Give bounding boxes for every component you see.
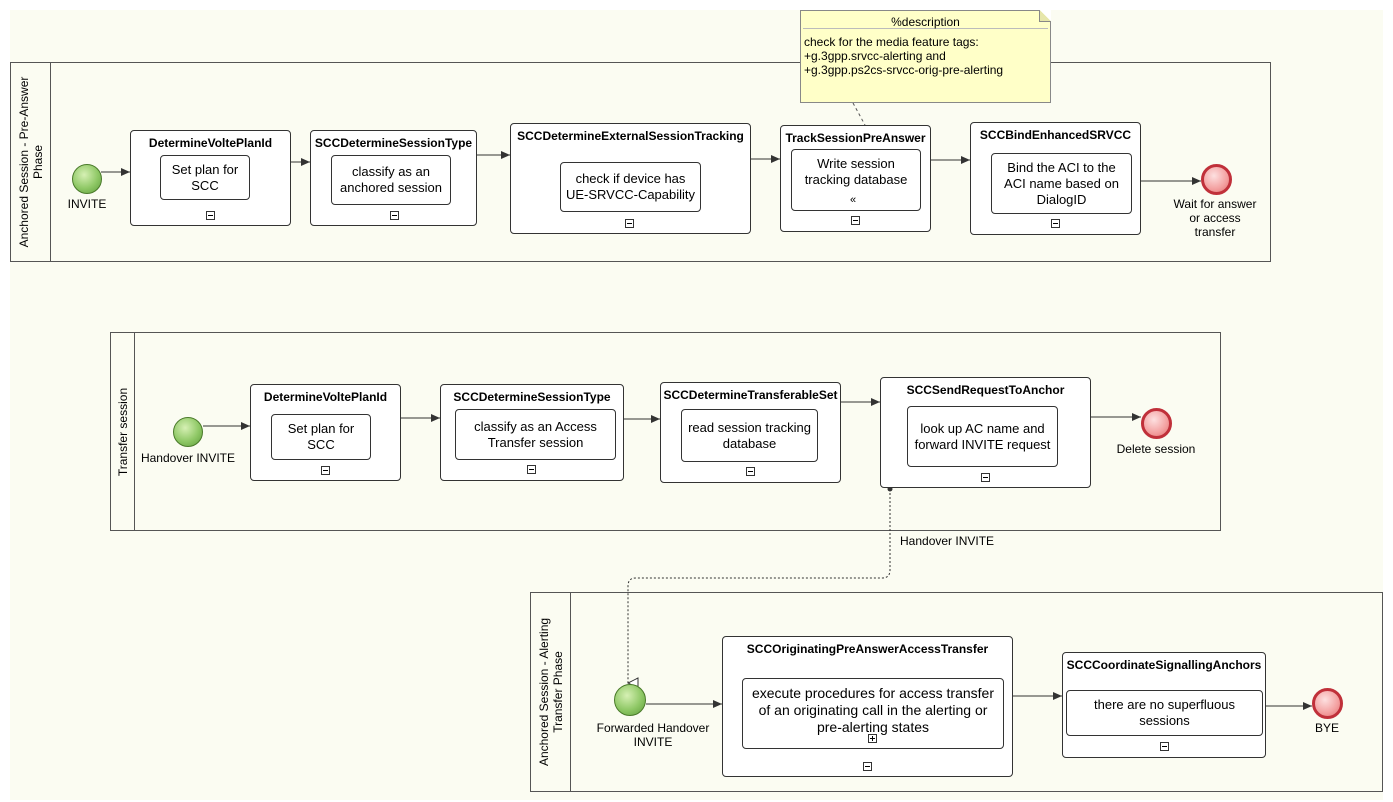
- task[interactable]: there are no superfluous sessions: [1066, 690, 1263, 736]
- subprocess-title: SCCDetermineSessionType: [314, 136, 473, 150]
- pool-header: Anchored Session - Alerting Transfer Pha…: [531, 593, 571, 791]
- task[interactable]: classify as an Access Transfer session: [455, 409, 616, 460]
- end-event-label: Wait for answer or access transfer: [1164, 197, 1266, 239]
- subprocess-title: SCCDetermineSessionType: [453, 390, 611, 404]
- end-event-label-line3: transfer: [1194, 225, 1236, 239]
- start-event-label-line1: Forwarded Handover: [596, 721, 710, 735]
- subprocess-title: SCCOriginatingPreAnswerAccessTransfer: [746, 642, 989, 656]
- task[interactable]: Bind the ACI to the ACI name based on Di…: [991, 153, 1132, 214]
- subprocess-scc-send-request-to-anchor[interactable]: SCCSendRequestToAnchor look up AC name a…: [880, 377, 1091, 488]
- task[interactable]: look up AC name and forward INVITE reque…: [907, 406, 1058, 467]
- end-event-label: BYE: [1314, 721, 1339, 735]
- subprocess-title: SCCCoordinateSignallingAnchors: [1066, 658, 1262, 672]
- subprocess-scc-determine-transferable-set[interactable]: SCCDetermineTransferableSet read session…: [660, 382, 841, 483]
- collapse-icon[interactable]: [527, 465, 536, 474]
- subprocess-scc-determine-session-type[interactable]: SCCDetermineSessionType classify as an a…: [310, 130, 477, 226]
- task[interactable]: classify as an anchored session: [331, 155, 451, 205]
- note-body: check for the media feature tags: +g.3gp…: [804, 35, 1004, 77]
- task[interactable]: check if device has UE-SRVCC-Capability: [560, 162, 701, 212]
- start-event-forwarded-handover[interactable]: [614, 684, 646, 716]
- task[interactable]: read session tracking database: [681, 409, 818, 462]
- subprocess-scc-determine-external-session-tracking[interactable]: SCCDetermineExternalSessionTracking chec…: [510, 123, 751, 234]
- expand-icon[interactable]: [868, 734, 877, 743]
- message-flow[interactable]: [628, 489, 891, 683]
- subprocess-determine-volte-plan-id-2[interactable]: DetermineVoltePlanId Set plan for SCC: [250, 384, 401, 481]
- collapse-icon[interactable]: [863, 762, 872, 771]
- note-title: %description: [803, 11, 1048, 29]
- collapse-icon[interactable]: [206, 211, 215, 220]
- task[interactable]: Write session tracking database: [791, 149, 921, 211]
- collapse-icon[interactable]: [851, 216, 860, 225]
- subprocess-title: SCCBindEnhancedSRVCC: [979, 128, 1132, 142]
- subprocess-title: SCCSendRequestToAnchor: [906, 383, 1065, 397]
- pool-header: Transfer session: [111, 333, 135, 530]
- end-event-label-line1: Wait for answer: [1173, 197, 1257, 211]
- multi-instance-icon: «: [850, 194, 857, 206]
- note-association: [852, 102, 866, 126]
- subprocess-determine-volte-plan-id[interactable]: DetermineVoltePlanId Set plan for SCC: [130, 130, 291, 226]
- end-event-delete-session[interactable]: [1141, 408, 1172, 439]
- end-event-bye[interactable]: [1312, 688, 1343, 719]
- collapse-icon[interactable]: [625, 219, 634, 228]
- subprocess-title: SCCDetermineExternalSessionTracking: [517, 129, 744, 143]
- task[interactable]: Set plan for SCC: [271, 414, 371, 460]
- pool-transfer-session[interactable]: Transfer session: [110, 332, 1221, 531]
- note-fold: [1039, 10, 1051, 22]
- subprocess-title: TrackSessionPreAnswer: [785, 131, 926, 145]
- collapse-icon[interactable]: [390, 211, 399, 220]
- pool-header: Anchored Session - Pre-Answer Phase: [11, 63, 51, 261]
- collapse-icon[interactable]: [746, 467, 755, 476]
- subprocess-title: DetermineVoltePlanId: [263, 390, 388, 404]
- subprocess-scc-originating-pre-answer-access-transfer[interactable]: SCCOriginatingPreAnswerAccessTransfer ex…: [722, 636, 1013, 777]
- subprocess-scc-coordinate-signalling-anchors[interactable]: SCCCoordinateSignallingAnchors there are…: [1062, 652, 1266, 758]
- start-event-label: Handover INVITE: [140, 451, 236, 465]
- end-event-wait[interactable]: [1201, 164, 1232, 195]
- subprocess-track-session-pre-answer[interactable]: TrackSessionPreAnswer Write session trac…: [780, 125, 931, 232]
- description-note[interactable]: %description check for the media feature…: [800, 10, 1051, 103]
- collapse-icon[interactable]: [321, 466, 330, 475]
- task[interactable]: Set plan for SCC: [160, 155, 250, 200]
- start-event-invite[interactable]: [72, 164, 102, 194]
- start-event-label: INVITE: [67, 197, 107, 211]
- subprocess-title: SCCDetermineTransferableSet: [663, 388, 838, 402]
- start-event-handover-invite[interactable]: [173, 417, 203, 447]
- subprocess-scc-bind-enhanced-srvcc[interactable]: SCCBindEnhancedSRVCC Bind the ACI to the…: [970, 122, 1141, 235]
- collapse-icon[interactable]: [1160, 742, 1169, 751]
- subprocess-title: DetermineVoltePlanId: [148, 136, 273, 150]
- start-event-label: Forwarded Handover INVITE: [585, 721, 721, 749]
- collapse-icon[interactable]: [1051, 219, 1060, 228]
- pool-pre-answer-phase[interactable]: Anchored Session - Pre-Answer Phase: [10, 62, 1271, 262]
- message-flow-label: Handover INVITE: [900, 534, 995, 548]
- subprocess-scc-determine-session-type-2[interactable]: SCCDetermineSessionType classify as an A…: [440, 384, 624, 481]
- collapse-icon[interactable]: [981, 473, 990, 482]
- end-event-label-line2: or access: [1189, 211, 1241, 225]
- end-event-label: Delete session: [1116, 442, 1196, 456]
- start-event-label-line2: INVITE: [633, 735, 673, 749]
- pool-alerting-transfer-phase[interactable]: Anchored Session - Alerting Transfer Pha…: [530, 592, 1383, 792]
